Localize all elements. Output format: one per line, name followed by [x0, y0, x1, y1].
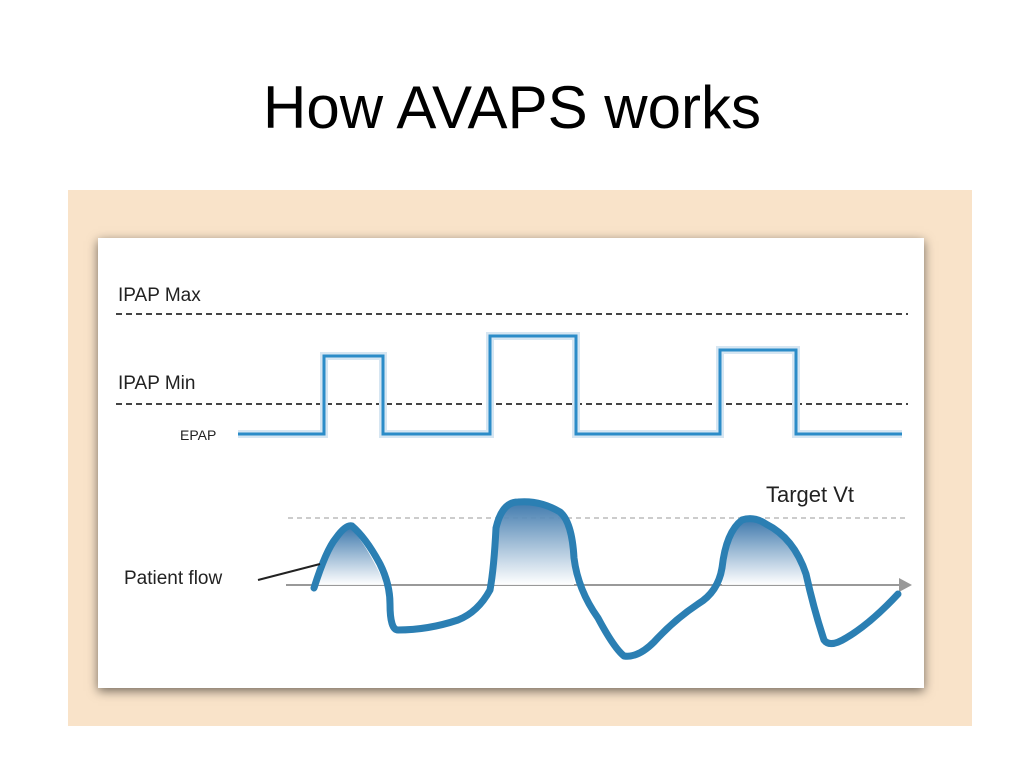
ipap-min-label: IPAP Min	[118, 373, 195, 394]
pressure-waveform	[238, 334, 902, 436]
diagram-frame: IPAP Max IPAP Min EPAP Target Vt Pa	[68, 190, 972, 726]
flow-axis-arrowhead	[899, 578, 912, 592]
target-vt-label: Target Vt	[766, 482, 854, 507]
patient-flow-label: Patient flow	[124, 568, 222, 589]
ipap-max-label: IPAP Max	[118, 285, 201, 306]
flow-area-3	[722, 518, 806, 585]
pressure-waveform-halo	[238, 332, 902, 438]
patient-flow-pointer	[257, 563, 321, 581]
diagram-panel: IPAP Max IPAP Min EPAP Target Vt Pa	[98, 238, 924, 688]
epap-label: EPAP	[180, 427, 216, 443]
flow-area-2	[490, 499, 574, 585]
avaps-diagram: IPAP Max IPAP Min EPAP Target Vt Pa	[116, 285, 912, 660]
patient-flow-curve	[310, 498, 902, 660]
slide-title: How AVAPS works	[263, 74, 761, 141]
